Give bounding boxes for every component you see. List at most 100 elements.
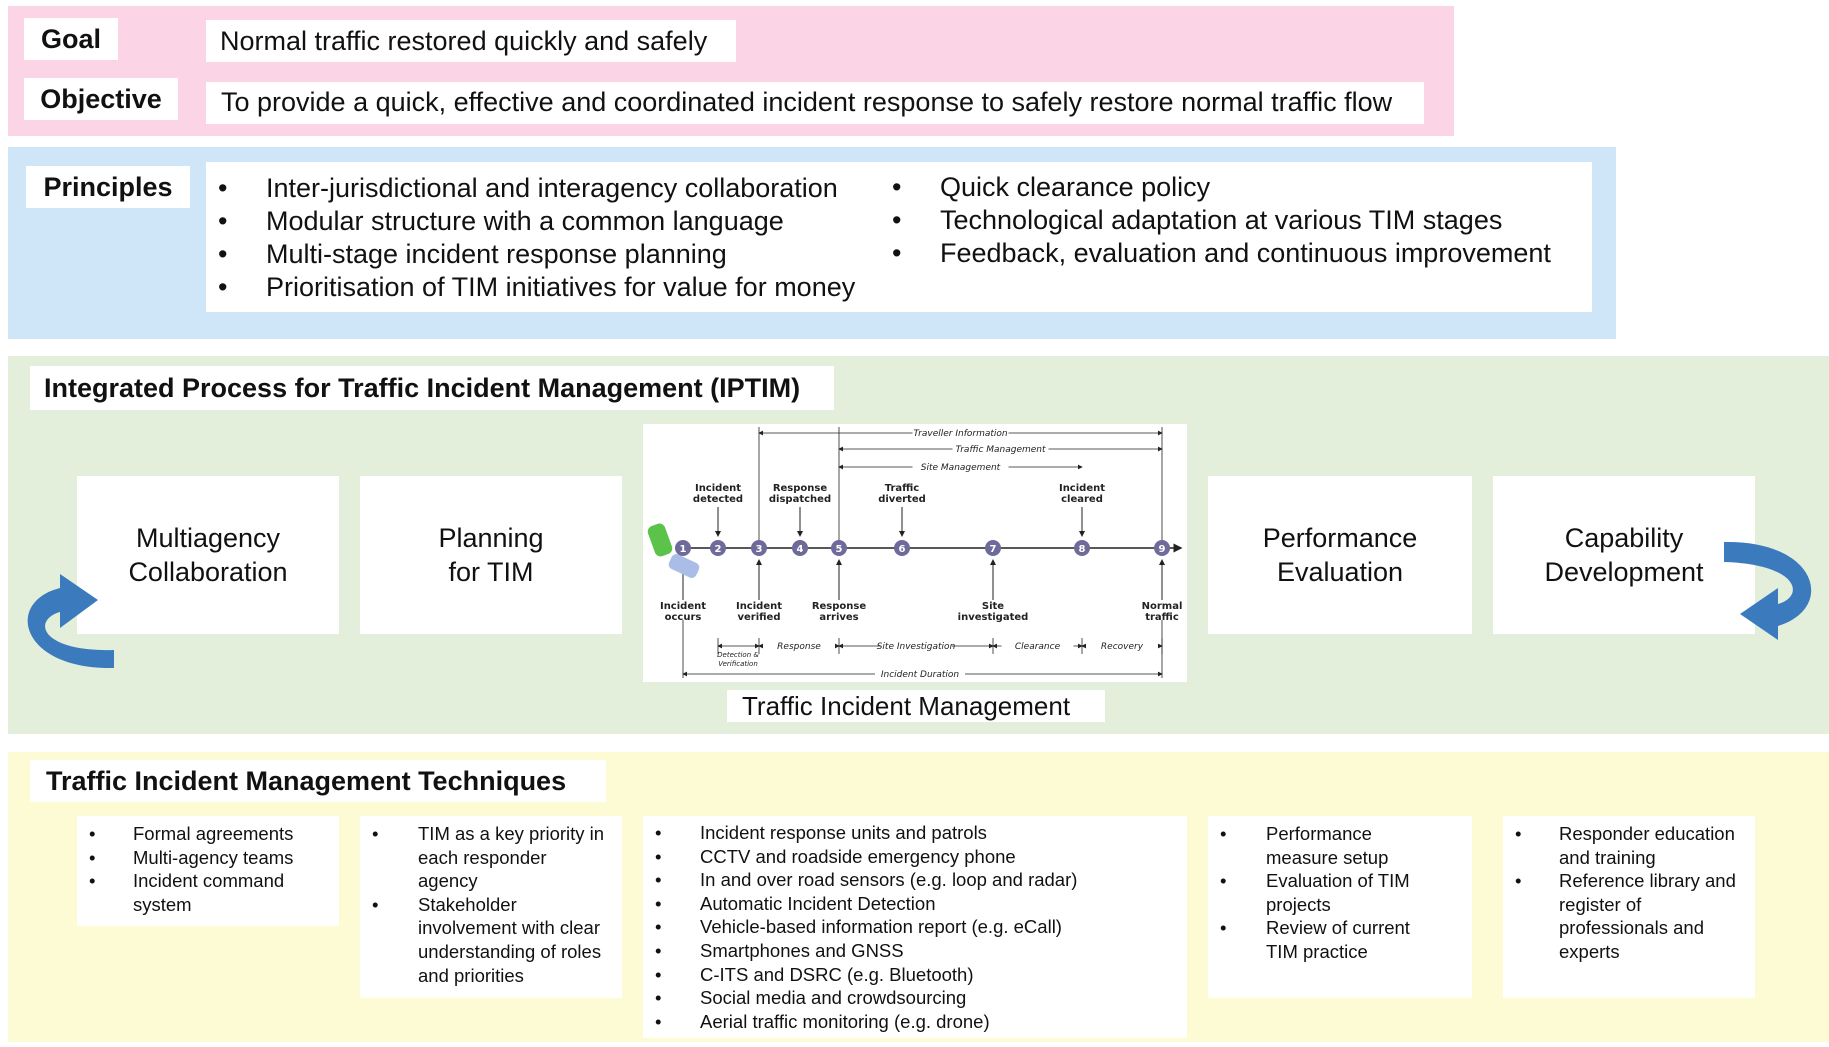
timeline-node-number: 1: [680, 544, 687, 555]
timeline-node: [1074, 540, 1090, 556]
timeline-node: [831, 540, 847, 556]
span-label-bg: [952, 443, 1049, 454]
event-label-top: Incident: [695, 483, 741, 494]
event-label-top: dispatched: [769, 494, 831, 505]
phase-label: Response: [777, 642, 821, 652]
technique-item: Responder education and training: [1503, 822, 1739, 869]
stage-line: Performance: [1262, 523, 1418, 553]
phase-label-bg: [1001, 640, 1074, 651]
event-label-bottom: occurs: [665, 612, 702, 623]
timeline-node-number: 8: [1079, 544, 1086, 555]
techniques-title: Traffic Incident Management Techniques: [46, 766, 567, 796]
techniques-title-box: [30, 760, 606, 802]
techniques-collaboration-box: Formal agreements Multi-agency teams Inc…: [77, 816, 339, 926]
duration-label: Incident Duration: [881, 670, 960, 680]
timeline-node: [1154, 540, 1170, 556]
technique-item: C-ITS and DSRC (e.g. Bluetooth): [643, 963, 1187, 987]
technique-item: Performance measure setup: [1208, 822, 1438, 869]
techniques-evaluation-box: Performance measure setup Evaluation of …: [1208, 816, 1472, 998]
event-label-top: cleared: [1061, 494, 1103, 505]
event-label-top: Response: [773, 483, 828, 494]
span-label-bg: [912, 427, 1009, 438]
car-blue-icon: [668, 554, 700, 578]
stage-planning-for-tim: Planning for TIM: [360, 476, 622, 634]
technique-item: Stakeholder involvement with clear under…: [360, 893, 610, 987]
timeline-node: [985, 540, 1001, 556]
duration-label-bg: [875, 668, 965, 679]
event-label-bottom: Site: [982, 601, 1004, 612]
timeline-node: [894, 540, 910, 556]
objective-text-box: [206, 82, 1424, 124]
event-label-bottom: Normal: [1142, 601, 1183, 612]
stage-line: Planning: [438, 523, 544, 553]
technique-item: In and over road sensors (e.g. loop and …: [643, 868, 1187, 892]
stage-multiagency-collaboration: Multiagency Collaboration: [77, 476, 339, 634]
timeline-node: [675, 540, 691, 556]
timeline-node-number: 4: [797, 544, 804, 555]
event-label-bottom: Response: [812, 601, 867, 612]
objective-text: To provide a quick, effective and coordi…: [221, 87, 1393, 117]
event-label-bottom: Incident: [660, 601, 706, 612]
stage-line: Development: [1544, 557, 1704, 587]
phase-label: Detection &: [717, 651, 759, 659]
goal-label: Goal: [24, 18, 118, 60]
iptim-title: Integrated Process for Traffic Incident …: [44, 373, 801, 403]
principle-item: Modular structure with a common language: [206, 205, 855, 238]
span-label: Traffic Management: [955, 445, 1046, 455]
cycle-arrow-right-icon: [1724, 541, 1812, 640]
technique-item: Multi-agency teams: [77, 846, 339, 870]
event-label-bottom: traffic: [1145, 612, 1179, 623]
timeline-node: [710, 540, 726, 556]
phase-label: Verification: [718, 660, 758, 668]
tim-caption-box: [727, 690, 1105, 722]
technique-item: Formal agreements: [77, 822, 339, 846]
principle-item: Prioritisation of TIM initiatives for va…: [206, 271, 855, 304]
goal-text: Normal traffic restored quickly and safe…: [220, 26, 708, 56]
techniques-planning-box: TIM as a key priority in each responder …: [360, 816, 622, 998]
technique-item: CCTV and roadside emergency phone: [643, 845, 1187, 869]
timeline-node-number: 5: [836, 544, 843, 555]
span-label: Traveller Information: [913, 429, 1008, 439]
timeline-node-number: 6: [899, 544, 906, 555]
techniques-capability-box: Responder education and training Referen…: [1503, 816, 1755, 998]
phase-label-bg: [763, 640, 835, 651]
technique-item: Evaluation of TIM projects: [1208, 869, 1438, 916]
techniques-management-box: Incident response units and patrols CCTV…: [643, 816, 1187, 1038]
principles-right-list: Quick clearance policy Technological ada…: [880, 171, 1551, 270]
technique-item: Incident command system: [77, 869, 303, 916]
cycle-arrow-left-icon: [27, 574, 114, 669]
timeline-node: [792, 540, 808, 556]
principle-item: Multi-stage incident response planning: [206, 238, 855, 271]
iptim-title-box: [30, 366, 834, 410]
principle-item: Feedback, evaluation and continuous impr…: [880, 237, 1551, 270]
stage-line: Evaluation: [1276, 557, 1404, 587]
stage-line: Capability: [1564, 523, 1684, 553]
phase-label-bg: [880, 640, 952, 651]
goal-text-box: [206, 20, 736, 62]
technique-item: Social media and crowdsourcing: [643, 986, 1187, 1010]
event-label-bottom: Incident: [736, 601, 782, 612]
technique-item: Aerial traffic monitoring (e.g. drone): [643, 1010, 1187, 1034]
span-label: Site Management: [921, 463, 1001, 473]
technique-item: Reference library and register of profes…: [1503, 869, 1739, 963]
event-label-bottom: arrives: [819, 612, 858, 623]
car-green-icon: [647, 523, 673, 557]
timeline-node: [751, 540, 767, 556]
stage-line: for TIM: [448, 557, 534, 587]
event-label-top: Traffic: [885, 483, 920, 494]
span-label-bg: [912, 461, 1009, 472]
objective-label: Objective: [24, 78, 178, 120]
timeline-node-number: 7: [990, 544, 997, 555]
phase-label: Site Investigation: [877, 642, 956, 652]
tim-caption: Traffic Incident Management: [742, 691, 1071, 721]
stage-line: Multiagency: [135, 523, 281, 553]
principle-item: Inter-jurisdictional and interagency col…: [206, 172, 855, 205]
timeline-node-number: 2: [715, 544, 722, 555]
stage-capability-development: Capability Development: [1493, 476, 1755, 634]
principle-item: Technological adaptation at various TIM …: [880, 204, 1551, 237]
event-label-top: Incident: [1059, 483, 1105, 494]
principles-label: Principles: [26, 166, 190, 208]
timeline-node-number: 9: [1159, 544, 1166, 555]
technique-item: Automatic Incident Detection: [643, 892, 1187, 916]
